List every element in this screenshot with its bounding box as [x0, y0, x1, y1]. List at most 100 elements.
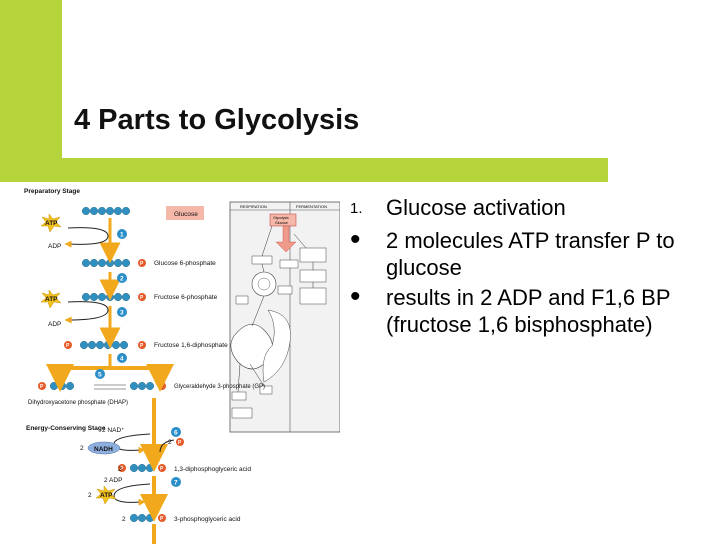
title-panel	[62, 0, 728, 158]
bead	[137, 381, 146, 390]
step-number: 4	[120, 356, 124, 363]
step-marker-1: 1	[117, 229, 127, 239]
inset-fermentation-label: FERMENTATION	[296, 204, 327, 209]
phosphate-dpg-left: P	[118, 464, 126, 472]
phosphate-label: P	[66, 343, 70, 349]
inset-glucose-label: Glucose	[275, 221, 288, 225]
step-marker-7: 7	[171, 477, 181, 487]
step-marker-6: 6	[171, 427, 181, 437]
bead	[105, 258, 114, 267]
glucose-6-phosphate-chain	[82, 258, 130, 267]
pga-chain	[129, 514, 154, 523]
step-marker-2: 2	[117, 273, 127, 283]
bullet-item-3: • results in 2 ADP and F1,6 BP (fructose…	[346, 280, 726, 338]
bead	[105, 292, 114, 301]
atp-label-3: ATP	[100, 492, 113, 499]
bead	[89, 258, 98, 267]
phosphate-fructose-16dp-right: P	[138, 341, 146, 349]
bead	[137, 464, 146, 473]
bead	[145, 514, 154, 523]
bead	[113, 207, 122, 216]
bead	[113, 292, 122, 301]
bead	[121, 258, 130, 267]
bead	[121, 292, 130, 301]
nad-label: 2 NAD⁺	[102, 427, 125, 434]
bead	[119, 340, 128, 349]
phosphate-label: P	[140, 343, 144, 349]
slide-title: 4 Parts to Glycolysis	[74, 104, 360, 136]
bead	[111, 340, 120, 349]
bead	[87, 340, 96, 349]
stage-label-preparatory: Preparatory Stage	[24, 188, 80, 195]
pi-label: P	[178, 440, 182, 446]
bead	[97, 207, 106, 216]
phosphate-label: P	[40, 384, 44, 390]
bullet-text: 2 molecules ATP transfer P to glucose	[386, 228, 675, 280]
bead	[58, 381, 67, 390]
phosphate-circle	[64, 341, 72, 349]
stage-label-energy-conserving: Energy-Conserving Stage	[26, 425, 106, 432]
adp-label-2: ADP	[48, 321, 61, 328]
content-panel	[22, 182, 728, 546]
dpg-count: 2	[118, 466, 122, 473]
bead	[97, 258, 106, 267]
phosphate-circle	[138, 293, 146, 301]
nadh-count: 2	[80, 445, 84, 452]
nadh-badge	[87, 441, 121, 455]
step-number: 1	[120, 232, 124, 239]
atp-badge-3: ATP	[95, 485, 117, 505]
bead	[129, 464, 138, 473]
glucose-chain	[82, 207, 130, 216]
adp-label-1: ADP	[48, 243, 61, 250]
bullet-item-2: • 2 molecules ATP transfer P to glucose	[346, 223, 726, 281]
bullet-marker-number: 1.	[350, 200, 363, 217]
label-glyceraldehyde-3-phosphate: Glyceraldehyde 3-phosphate (GP)	[174, 384, 265, 390]
bead	[89, 207, 98, 216]
label-glucose-6-phosphate: Glucose 6-phosphate	[154, 260, 216, 267]
bead	[105, 207, 114, 216]
phosphate-circle	[138, 341, 146, 349]
step-circle	[117, 353, 127, 363]
phosphate-circle	[38, 382, 46, 390]
bullet-marker-dot: •	[350, 280, 361, 313]
step-circle	[117, 229, 127, 239]
phosphate-circle	[118, 464, 126, 472]
step-circle	[117, 273, 127, 283]
atp-label-2: ATP	[45, 296, 58, 303]
pi-count: 2	[168, 439, 172, 446]
bead	[137, 514, 146, 523]
atp-count: 2	[88, 492, 92, 499]
label-fructose-6-phosphate: Fructose 6-phosphate	[154, 294, 218, 301]
bead	[89, 292, 98, 301]
inset-glycolysis-label: Glycolysis	[273, 216, 289, 220]
bead	[50, 381, 59, 390]
phosphate-pga: P	[158, 514, 166, 522]
bead	[129, 381, 138, 390]
cofactor-curves	[64, 227, 175, 506]
bead	[145, 464, 154, 473]
bead	[82, 207, 91, 216]
decorative-green-bar	[0, 158, 608, 182]
step-circle	[171, 477, 181, 487]
bead	[113, 258, 122, 267]
atp-badge-1: ATP	[40, 213, 62, 233]
step-number: 2	[120, 276, 124, 283]
phosphate-fructose-6p: P	[138, 293, 146, 301]
bullet-text: Glucose activation	[386, 195, 566, 220]
label-1-3-diphosphoglyceric-acid: 1,3-diphosphoglyceric acid	[174, 466, 251, 473]
atp-label-1: ATP	[45, 220, 58, 227]
flow-arrows	[46, 218, 174, 544]
glucose-box	[166, 206, 204, 220]
gp-chain	[129, 381, 154, 390]
bead	[80, 340, 89, 349]
bullet-marker-dot: •	[350, 223, 361, 256]
phosphate-label: P	[140, 295, 144, 301]
label-dhap: Dihydroxyacetone phosphate (DHAP)	[28, 400, 128, 406]
pi-circle	[176, 438, 184, 446]
glycolysis-diagram: Preparatory Stage Energy-Conserving Stag…	[24, 186, 340, 546]
bead	[82, 292, 91, 301]
nadh-label: NADH	[94, 446, 113, 453]
step-number: 5	[98, 372, 102, 379]
